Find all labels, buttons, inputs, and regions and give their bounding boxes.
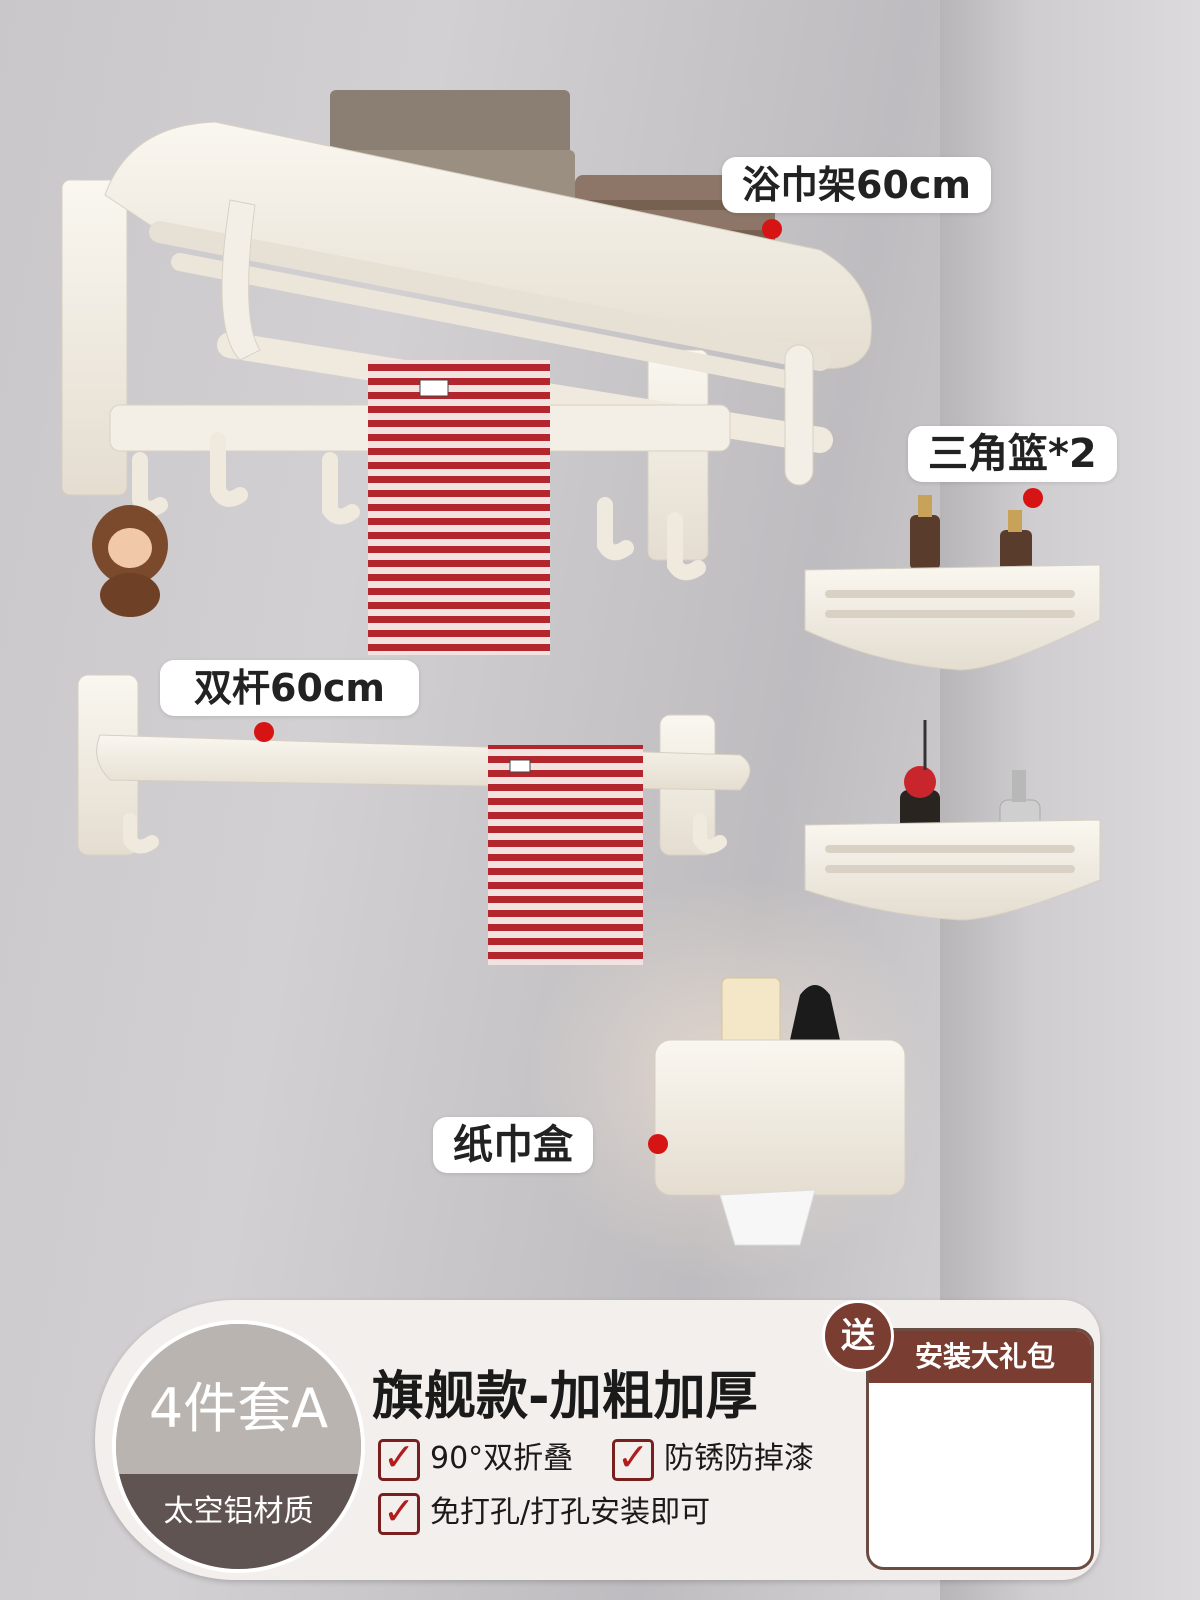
- glue-tube-text: MS NO DRILL GLUE: [897, 1509, 1025, 1523]
- double-bar-label: 双杆60cm: [160, 660, 420, 716]
- gift-pack-card: 安装大礼包 MS NO DRILL GLUE: [866, 1328, 1094, 1570]
- gift-pack-title: 安装大礼包: [869, 1331, 1091, 1383]
- set-badge: 4件套A 太空铝材质: [112, 1320, 365, 1573]
- feature-item-installation: ✓免打孔/打孔安装即可: [378, 1490, 710, 1536]
- corner-basket-illustration: [804, 495, 1101, 921]
- material-text: 太空铝材质: [116, 1474, 361, 1569]
- checkmark-icon: ✓: [378, 1492, 420, 1535]
- tissue-box-marker: [648, 1134, 668, 1154]
- tissue-box-label: 纸巾盒: [433, 1117, 593, 1173]
- checkmark-icon: ✓: [378, 1438, 420, 1481]
- corner-basket-label: 三角篮*2: [908, 426, 1117, 482]
- double-bar-illustration: [77, 674, 751, 965]
- tissue-box-illustration: [654, 977, 906, 1246]
- checkmark-icon: ✓: [612, 1438, 654, 1481]
- corner-basket-marker: [1023, 488, 1043, 508]
- towel-rack-label: 浴巾架60cm: [722, 157, 992, 213]
- striped-towel-2: [488, 745, 643, 965]
- set-name: 4件套A: [116, 1324, 361, 1474]
- towel-rack-illustration: [61, 90, 872, 655]
- gift-badge: 送: [822, 1300, 894, 1372]
- double-bar-marker: [254, 722, 274, 742]
- towel-rack-marker: [762, 219, 782, 239]
- feature-item-rustproof: ✓防锈防掉漆: [612, 1436, 814, 1482]
- headline: 旗舰款-加粗加厚: [372, 1367, 758, 1427]
- feature-item-folding: ✓90°双折叠: [378, 1436, 573, 1482]
